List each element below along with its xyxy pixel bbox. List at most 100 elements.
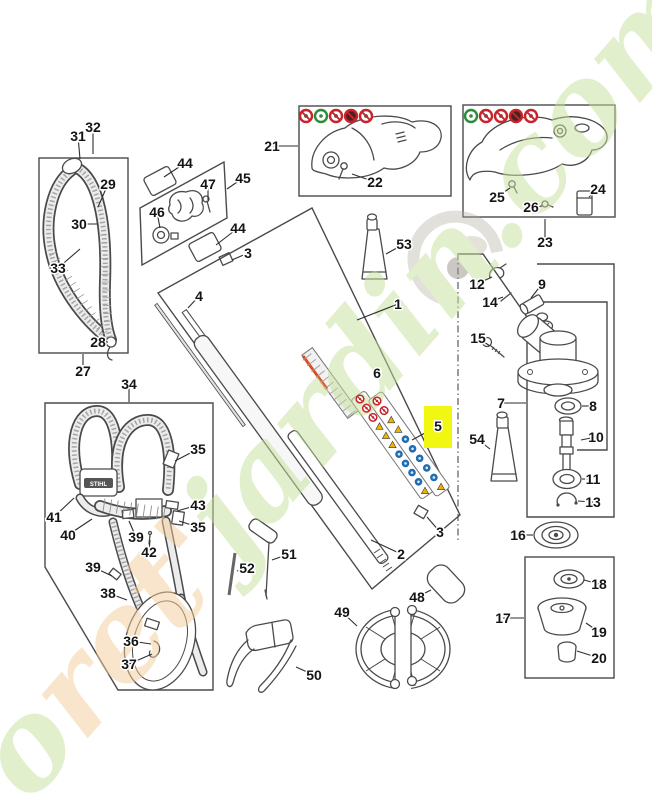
rod-4 [154, 302, 246, 428]
part-label-47: 47 [200, 176, 216, 192]
prohibition-icon [368, 412, 378, 422]
part-label-15: 15 [470, 330, 486, 346]
bracket-7 [459, 253, 615, 518]
mandatory-icon [408, 468, 416, 477]
mandatory-icon [422, 464, 431, 472]
part-label-36: 36 [123, 633, 139, 649]
part-label-33: 33 [50, 260, 66, 276]
part-label-26: 26 [523, 199, 539, 215]
dark-icon [343, 108, 359, 124]
rod-52 [227, 552, 237, 596]
engine-cover-21-shape [311, 115, 442, 179]
strap-top-loop [61, 157, 83, 175]
tool-51 [248, 518, 278, 600]
part-label-50: 50 [306, 667, 322, 683]
bearing-11 [552, 468, 582, 490]
bearing-8 [554, 397, 582, 415]
part-label-18: 18 [591, 576, 607, 592]
prohibition-icon [361, 403, 372, 413]
part-label-3: 3 [436, 524, 444, 540]
part-label-28: 28 [90, 334, 106, 350]
part-label-20: 20 [591, 650, 607, 666]
clamp-mount-46 [168, 190, 204, 222]
engine-cover-23-shape [465, 116, 608, 181]
part-label-22: 22 [367, 174, 383, 190]
part-label-40: 40 [60, 527, 76, 543]
part-label-5: 5 [434, 418, 442, 434]
part-label-39: 39 [85, 559, 101, 575]
watermark-dot [447, 257, 469, 279]
part-label-53: 53 [396, 236, 412, 252]
box-23-frame [462, 104, 616, 218]
part-label-38: 38 [100, 585, 116, 601]
mandatory-icon [408, 444, 417, 453]
part-24-plug [576, 190, 593, 216]
slider-39a [121, 508, 135, 520]
part-label-7: 7 [497, 395, 505, 411]
grease-tube-54 [490, 426, 518, 482]
bolt-46 [152, 226, 170, 244]
warning-icon [420, 486, 430, 495]
pin-14 [500, 292, 512, 302]
safety-glasses-50 [226, 619, 297, 693]
part-label-16: 16 [510, 527, 526, 543]
part-label-35: 35 [190, 441, 206, 457]
part-label-43: 43 [190, 497, 206, 513]
brand-text: STIHL [90, 482, 108, 488]
part-label-39: 39 [128, 529, 144, 545]
warning-icon [381, 431, 391, 439]
circlip-13 [556, 492, 577, 506]
prohibition-icon [493, 108, 509, 124]
gear-head-assembly [457, 253, 615, 679]
safe-icon [313, 108, 329, 124]
part-label-52: 52 [239, 560, 255, 576]
prohibition-icon [372, 396, 382, 406]
cup-19-body [537, 607, 587, 636]
gear-flange [517, 358, 599, 386]
part-label-17: 17 [495, 610, 511, 626]
part-label-45: 45 [235, 170, 251, 186]
dark-icon [508, 108, 524, 124]
part-label-35: 35 [190, 519, 206, 535]
bracket-10 [537, 301, 608, 451]
box-34-frame [44, 402, 214, 691]
part-label-3: 3 [244, 245, 252, 261]
buckle-35a [162, 449, 180, 469]
safe-icon [463, 108, 479, 124]
shaft-10 [559, 420, 574, 436]
part-label-11: 11 [586, 471, 601, 487]
bolt-46-nut [170, 232, 179, 240]
part-label-51: 51 [281, 546, 297, 562]
protective-cap-48 [426, 564, 466, 604]
foam-sleeve-44a [143, 166, 177, 196]
clip-43 [164, 500, 180, 510]
part-label-32: 32 [85, 119, 101, 135]
clip-3b [413, 504, 429, 520]
prohibition-icon [298, 108, 314, 124]
deflector-guard-49 [355, 604, 451, 696]
part-label-12: 12 [469, 276, 485, 292]
clip-3a [218, 251, 234, 267]
box-27-frame [38, 157, 129, 354]
part-label-21: 21 [264, 138, 280, 154]
brand-badge [84, 478, 113, 488]
part-label-42: 42 [141, 544, 157, 560]
warning-icon [375, 422, 384, 430]
prohibition-icon [358, 108, 374, 124]
part-label-4: 4 [195, 288, 203, 304]
single-strap-box [38, 157, 129, 361]
part-label-37: 37 [121, 656, 137, 672]
part-label-44: 44 [177, 155, 193, 171]
part-label-9: 9 [538, 276, 546, 292]
part-label-29: 29 [100, 176, 116, 192]
part-label-44: 44 [230, 220, 246, 236]
mandatory-icon [415, 454, 424, 463]
engine-cover-box-21 [298, 105, 452, 197]
part-label-10: 10 [588, 429, 604, 445]
screw-25 [508, 180, 516, 188]
foam-sleeve-44b [188, 232, 222, 262]
watermark-blob [457, 236, 487, 256]
